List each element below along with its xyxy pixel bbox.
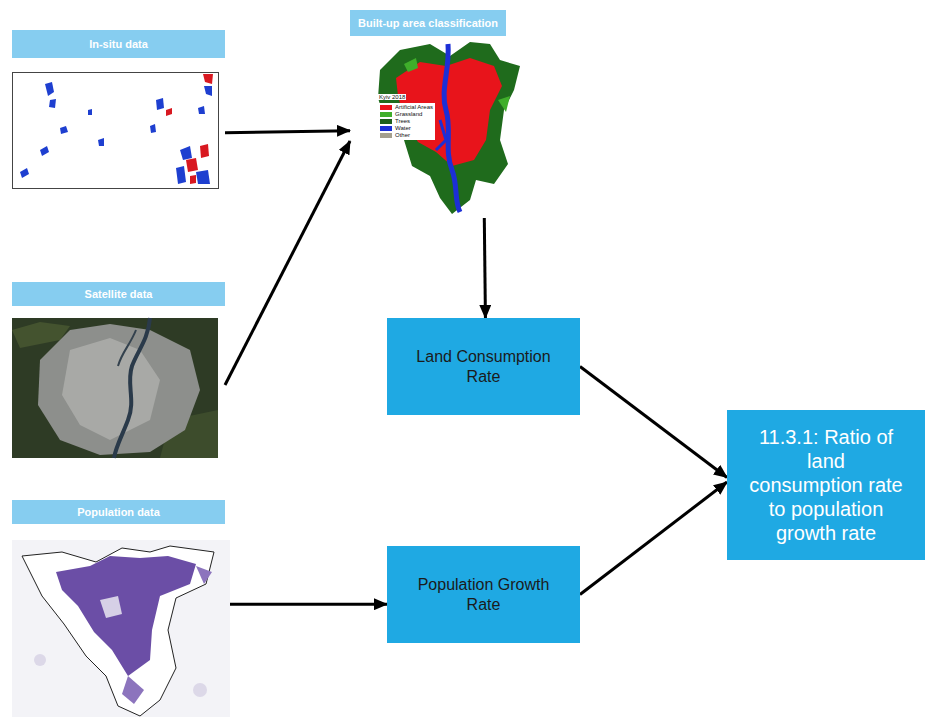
panel-header: In-situ data [12, 30, 225, 58]
panel-header: Population data [12, 500, 225, 524]
legend-row: Water [380, 125, 433, 132]
legend-text: Artificial Areas [395, 104, 433, 111]
in-situ-panel: In-situ data [12, 30, 225, 188]
map-title: Kyiv 2018 [378, 94, 406, 100]
process-box: Land Consumption Rate [387, 318, 580, 415]
population-map [12, 540, 230, 717]
legend-swatch [380, 112, 392, 117]
legend-row: Trees [380, 118, 433, 125]
in-situ-map [13, 73, 219, 189]
satellite-panel: Satellite data [12, 282, 225, 458]
map-legend: Artificial AreasGrasslandTreesWaterOther [378, 103, 435, 140]
process-box: Population Growth Rate [387, 546, 580, 643]
legend-row: Other [380, 132, 433, 139]
legend-swatch [380, 105, 392, 110]
classification-map [378, 42, 520, 214]
box-text: 11.3.1: Ratio of land consumption rate t… [749, 425, 903, 545]
panel-title: Population data [77, 506, 160, 518]
connector-arrow [484, 218, 485, 318]
result-box: 11.3.1: Ratio of land consumption rate t… [727, 410, 925, 560]
box-text: Land Consumption Rate [409, 347, 558, 385]
legend-text: Water [395, 125, 411, 132]
box-text: Population Growth Rate [409, 575, 558, 613]
panel-header: Satellite data [12, 282, 225, 306]
panel-title: In-situ data [89, 38, 148, 50]
connector-arrow [580, 367, 727, 478]
legend-row: Grassland [380, 111, 433, 118]
panel-title: Built-up area classification [358, 17, 498, 29]
legend-text: Grassland [395, 111, 422, 118]
connector-arrow [580, 482, 727, 595]
panel-header: Built-up area classification [350, 10, 506, 36]
legend-text: Other [395, 132, 410, 139]
legend-swatch [380, 126, 392, 131]
legend-swatch [380, 133, 392, 138]
legend-row: Artificial Areas [380, 104, 433, 111]
connector-arrow [225, 141, 350, 385]
connector-arrow [225, 131, 350, 133]
legend-text: Trees [395, 118, 410, 125]
satellite-image [12, 318, 218, 458]
legend-swatch [380, 119, 392, 124]
population-panel: Population data [12, 500, 230, 717]
panel-title: Satellite data [85, 288, 153, 300]
connector-arrow [230, 603, 387, 606]
